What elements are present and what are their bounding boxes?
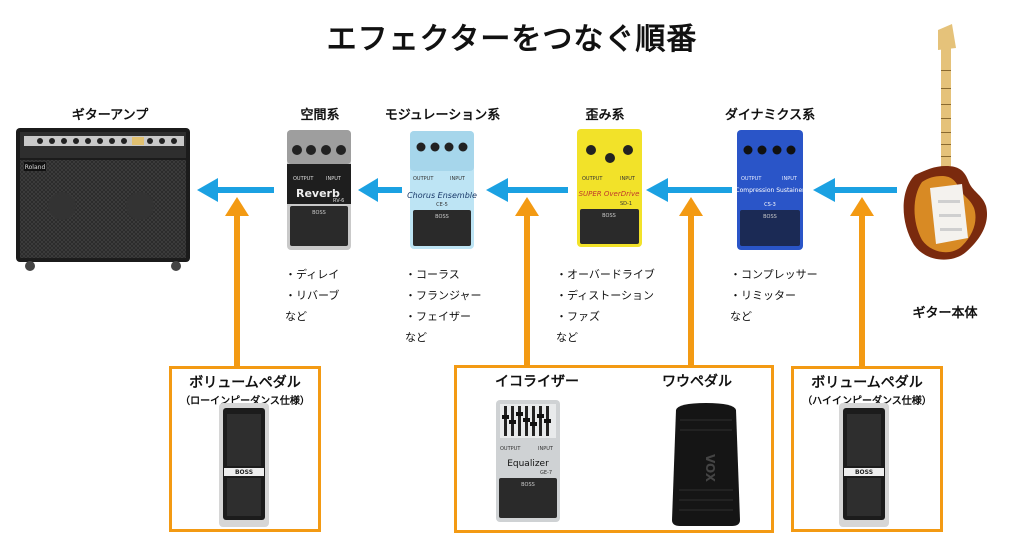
modulation-list: ・コーラス ・フランジャー ・フェイザー など <box>405 264 481 348</box>
svg-text:BOSS: BOSS <box>312 210 326 216</box>
guitar-icon <box>903 24 988 260</box>
arrow-blue <box>486 178 568 202</box>
svg-text:BOSS: BOSS <box>435 214 449 220</box>
arrow-orange <box>225 197 249 366</box>
svg-text:RV-6: RV-6 <box>333 198 344 204</box>
guitar-label: ギター本体 <box>912 306 978 321</box>
amp-label: ギターアンプ <box>71 108 149 123</box>
svg-text:CE-5: CE-5 <box>436 202 448 208</box>
spatial-list: ・ディレイ ・リバーブ など <box>285 264 339 327</box>
svg-text:BOSS: BOSS <box>763 214 777 220</box>
svg-text:INPUT: INPUT <box>782 176 798 182</box>
arrow-orange <box>679 197 703 365</box>
volume-pedal-high-title: ボリュームペダル <box>811 375 923 391</box>
svg-text:OUTPUT: OUTPUT <box>582 176 603 182</box>
svg-text:SD-1: SD-1 <box>620 201 632 207</box>
svg-text:INPUT: INPUT <box>538 446 554 452</box>
diagram-title: エフェクターをつなぐ順番 <box>326 22 698 57</box>
list-item: ・ディレイ <box>285 268 340 281</box>
volume-pedal-low-sub: （ローインピーダンス仕様） <box>180 396 310 407</box>
eq-label: イコライザー <box>495 374 579 390</box>
svg-text:OUTPUT: OUTPUT <box>741 176 762 182</box>
svg-text:CS-3: CS-3 <box>764 202 776 208</box>
arrow-blue <box>813 178 897 202</box>
list-item: ・フランジャー <box>405 289 482 302</box>
list-item: ・リミッター <box>730 289 796 302</box>
guitar-amp-icon: Roland <box>16 128 190 271</box>
spatial-label: 空間系 <box>300 108 340 123</box>
svg-text:BOSS: BOSS <box>521 482 535 488</box>
wah-label: ワウペダル <box>662 374 732 390</box>
svg-text:INPUT: INPUT <box>326 176 342 182</box>
volume-pedal-high-sub: （ハイインピーダンス仕様） <box>802 396 932 407</box>
list-item: ・オーバードライブ <box>556 268 655 281</box>
distortion-label: 歪み系 <box>585 108 625 123</box>
chorus-pedal-icon: OUTPUT INPUT Chorus Ensemble CE-5 BOSS <box>407 131 477 249</box>
svg-text:OUTPUT: OUTPUT <box>500 446 521 452</box>
wah-pedal-icon: VOX <box>672 403 740 526</box>
volume-pedal-high-icon: BOSS <box>839 403 889 527</box>
svg-text:GE-7: GE-7 <box>540 470 552 476</box>
compressor-pedal-icon: OUTPUT INPUT Compression Sustainer CS-3 … <box>735 130 805 250</box>
svg-text:BOSS: BOSS <box>855 469 873 476</box>
list-item: ・リバーブ <box>285 289 340 302</box>
list-item: ・コンプレッサー <box>730 268 818 281</box>
dynamics-list: ・コンプレッサー ・リミッター など <box>730 264 818 327</box>
svg-text:Chorus Ensemble: Chorus Ensemble <box>407 191 477 200</box>
list-item: ・ディストーション <box>556 289 655 302</box>
svg-text:SUPER OverDrive: SUPER OverDrive <box>579 190 640 198</box>
arrow-orange <box>850 197 874 366</box>
equalizer-pedal-icon: OUTPUT INPUT Equalizer GE-7 BOSS <box>496 400 560 522</box>
svg-text:Reverb: Reverb <box>296 187 340 200</box>
list-item: など <box>285 310 307 323</box>
list-item: ・コーラス <box>405 268 460 281</box>
list-item: ・フェイザー <box>405 310 471 323</box>
svg-text:VOX: VOX <box>703 454 717 483</box>
svg-text:OUTPUT: OUTPUT <box>413 176 434 182</box>
amp-brand: Roland <box>25 164 46 171</box>
svg-text:OUTPUT: OUTPUT <box>293 176 314 182</box>
svg-text:Equalizer: Equalizer <box>507 459 549 469</box>
svg-text:BOSS: BOSS <box>602 213 616 219</box>
arrow-blue <box>358 178 402 202</box>
svg-text:Compression Sustainer: Compression Sustainer <box>735 187 805 194</box>
list-item: など <box>730 310 752 323</box>
volume-pedal-low-icon: BOSS <box>219 403 269 527</box>
svg-text:INPUT: INPUT <box>620 176 636 182</box>
list-item: など <box>405 331 427 344</box>
distortion-list: ・オーバードライブ ・ディストーション ・ファズ など <box>556 264 655 348</box>
overdrive-pedal-icon: OUTPUT INPUT SUPER OverDrive SD-1 BOSS <box>577 129 642 247</box>
reverb-pedal-icon: OUTPUT INPUT Reverb RV-6 BOSS <box>287 130 351 250</box>
arrow-blue <box>197 178 274 202</box>
signal-arrows <box>197 178 897 202</box>
svg-text:INPUT: INPUT <box>450 176 466 182</box>
svg-text:BOSS: BOSS <box>235 469 253 476</box>
list-item: など <box>556 331 578 344</box>
dynamics-label: ダイナミクス系 <box>724 108 816 123</box>
arrow-blue <box>646 178 732 202</box>
arrow-orange <box>515 197 539 365</box>
insert-arrows <box>225 197 874 366</box>
volume-pedal-low-title: ボリュームペダル <box>189 375 301 391</box>
modulation-label: モジュレーション系 <box>384 108 501 123</box>
list-item: ・ファズ <box>556 310 600 323</box>
